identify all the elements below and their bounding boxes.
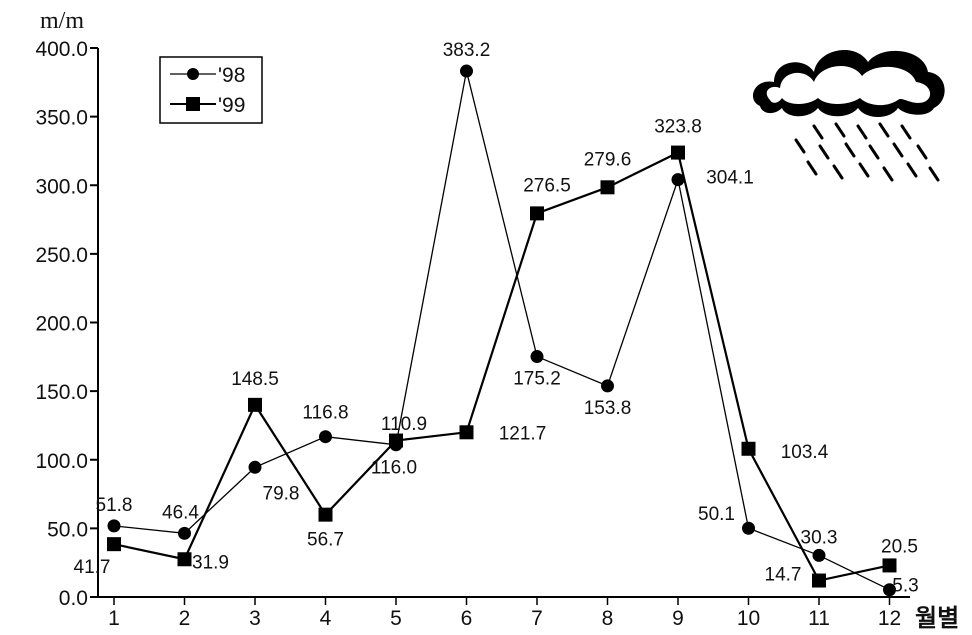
data-label-99: 20.5 — [881, 536, 918, 557]
data-point-98 — [319, 430, 332, 444]
x-tick-label: 3 — [249, 607, 261, 630]
legend: '98 '99 — [159, 56, 263, 124]
data-point-99 — [248, 397, 262, 412]
data-point-98 — [742, 521, 755, 535]
data-label-99: 103.4 — [781, 442, 829, 463]
legend-label-99: '99 — [218, 94, 245, 117]
data-label-98: 30.3 — [801, 527, 838, 548]
legend-item-98: '98 — [170, 64, 245, 87]
x-axis-title: 월별 — [915, 605, 959, 632]
data-point-98 — [107, 519, 121, 533]
data-label-98: 116.8 — [302, 403, 348, 424]
data-point-99 — [107, 537, 121, 552]
data-point-99 — [812, 573, 826, 588]
data-point-98 — [178, 526, 191, 540]
data-point-99 — [741, 441, 756, 456]
data-label-98: 5.3 — [892, 576, 918, 597]
data-point-99 — [389, 433, 403, 448]
data-point-99 — [600, 180, 615, 195]
data-label-99: 276.5 — [523, 175, 571, 196]
x-tick-label: 12 — [878, 607, 901, 630]
x-tick-label: 11 — [808, 607, 830, 630]
legend-item-99: '99 — [170, 94, 245, 117]
y-axis: 0.0 50.0 100.0 150.0 200.0 250.0 300.0 350.0 400… — [35, 38, 99, 610]
data-point-98 — [460, 64, 473, 78]
y-tick-label: 400.0 — [35, 38, 88, 61]
data-label-98: 175.2 — [513, 369, 561, 390]
data-label-98: 110.9 — [381, 414, 427, 435]
y-axis-unit-label: m/m — [40, 8, 84, 34]
y-tick-label: 100.0 — [35, 450, 88, 473]
y-tick-label: 300.0 — [35, 175, 88, 198]
data-label-98: 383.2 — [443, 40, 491, 61]
data-label-99: 14.7 — [765, 565, 802, 586]
x-tick-label: 2 — [179, 607, 191, 630]
series-line-99 — [113, 150, 890, 582]
x-tick-label: 10 — [737, 607, 760, 630]
data-point-99 — [882, 558, 897, 573]
data-label-99: 148.5 — [231, 369, 279, 390]
data-point-98 — [671, 173, 685, 187]
y-tick-label: 150.0 — [35, 381, 88, 404]
legend-label-98: '98 — [218, 64, 245, 87]
data-label-98: 51.8 — [96, 495, 133, 516]
x-tick-label: 1 — [108, 607, 120, 630]
data-label-98: 50.1 — [698, 504, 735, 525]
data-label-99: 279.6 — [584, 149, 632, 170]
x-tick-label: 9 — [672, 607, 684, 630]
data-point-98 — [601, 379, 614, 393]
data-point-99 — [530, 206, 544, 221]
data-point-99 — [671, 145, 685, 160]
data-label-99: 56.7 — [307, 530, 344, 551]
series-line-98 — [113, 70, 890, 591]
legend-box — [159, 56, 263, 124]
y-tick-label: 50.0 — [47, 518, 88, 541]
y-tick-label: 250.0 — [35, 244, 88, 267]
plot-area: 51.8 46.4 79.8 116.8 110.9 383.2 175.2 153.8 304… — [74, 40, 919, 597]
x-tick-label: 6 — [461, 607, 473, 630]
data-label-99: 323.8 — [654, 117, 702, 138]
data-point-98 — [812, 548, 826, 562]
y-tick-label: 0.0 — [59, 587, 88, 610]
y-tick-label: 200.0 — [35, 313, 88, 336]
data-point-99 — [459, 425, 474, 440]
data-label-98: 304.1 — [706, 168, 754, 189]
rain-cloud-icon — [752, 49, 945, 182]
data-label-98: 46.4 — [162, 502, 199, 523]
x-tick-label: 8 — [602, 607, 614, 630]
data-point-98 — [248, 460, 262, 474]
data-point-98 — [530, 350, 544, 364]
data-label-99: 121.7 — [499, 423, 547, 444]
data-label-98: 79.8 — [263, 483, 300, 504]
legend-marker-circle — [187, 68, 199, 80]
x-tick-label: 5 — [390, 607, 402, 630]
data-point-99 — [177, 552, 192, 567]
x-tick-label: 4 — [320, 607, 332, 630]
data-point-98 — [883, 583, 896, 597]
legend-marker-square — [186, 97, 200, 111]
data-label-99: 31.9 — [192, 552, 229, 573]
data-point-99 — [318, 507, 333, 522]
data-label-98: 153.8 — [584, 398, 632, 419]
y-tick-label: 350.0 — [35, 107, 88, 130]
x-tick-label: 7 — [531, 607, 543, 630]
data-label-99: 41.7 — [74, 557, 111, 578]
data-label-99: 116.0 — [371, 458, 417, 479]
